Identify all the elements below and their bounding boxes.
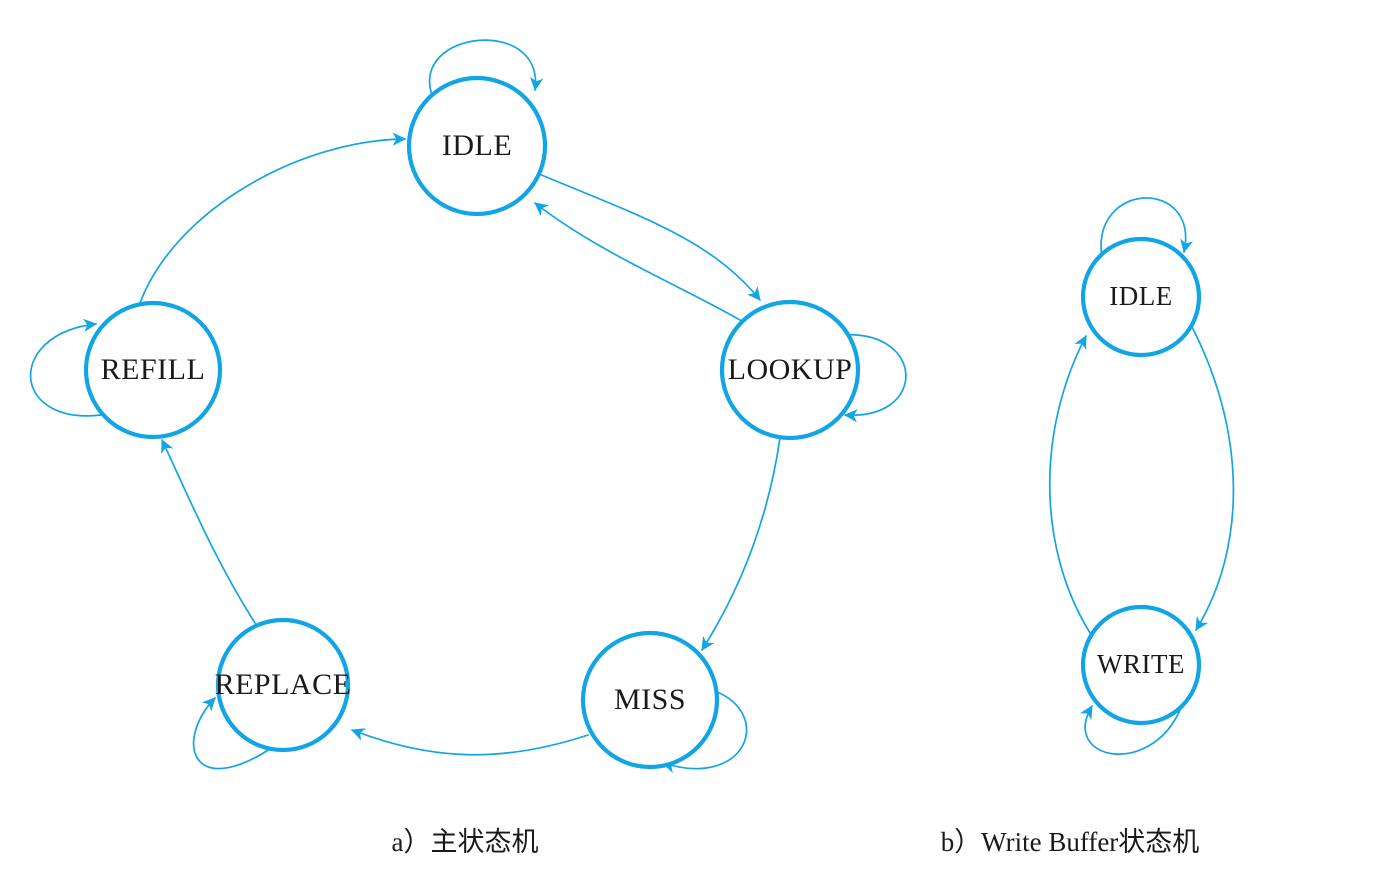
transition-refill-self[interactable] <box>29 318 109 417</box>
state-node-replace[interactable]: REPLACE <box>215 617 352 753</box>
states-write-buffer: IDLE WRITE <box>1080 236 1202 726</box>
state-node-wb-idle[interactable]: IDLE <box>1080 236 1202 358</box>
transition-replace-self[interactable] <box>192 697 271 770</box>
state-circle-miss[interactable] <box>580 630 720 770</box>
transition-miss-to-replace[interactable] <box>351 728 589 756</box>
state-circle-replace[interactable] <box>215 617 351 753</box>
state-label-replace: REPLACE <box>215 668 352 701</box>
state-node-idle[interactable]: IDLE <box>406 75 548 217</box>
state-label-idle: IDLE <box>442 129 512 162</box>
caption-main-state-machine: a）主状态机 <box>392 827 539 857</box>
transition-idle-self[interactable] <box>428 39 544 96</box>
state-circle-idle[interactable] <box>406 75 548 217</box>
transitions-main <box>29 39 907 774</box>
state-label-wb-write: WRITE <box>1097 649 1185 679</box>
state-label-lookup: LOOKUP <box>728 353 853 386</box>
state-label-refill: REFILL <box>101 353 206 386</box>
state-circle-wb-idle[interactable] <box>1080 236 1202 358</box>
transition-lookup-to-idle[interactable] <box>534 202 746 324</box>
state-circle-refill[interactable] <box>83 300 223 440</box>
transition-refill-to-idle[interactable] <box>139 132 407 304</box>
transition-wb-idle-self[interactable] <box>1100 197 1194 259</box>
panel-write-buffer-state-machine: IDLE WRITE b）Write Buffer状态机 <box>941 197 1235 857</box>
transition-replace-to-refill[interactable] <box>161 439 256 624</box>
state-node-miss[interactable]: MISS <box>580 630 720 770</box>
panel-main-state-machine: IDLE LOOKUP MISS REPLACE REFILL <box>29 39 907 857</box>
state-label-wb-idle: IDLE <box>1109 281 1172 311</box>
state-circle-lookup[interactable] <box>719 299 861 441</box>
transition-miss-self[interactable] <box>662 689 748 774</box>
transition-lookup-self[interactable] <box>842 334 907 423</box>
transition-lookup-to-miss[interactable] <box>701 437 781 651</box>
caption-write-buffer-state-machine: b）Write Buffer状态机 <box>941 827 1200 857</box>
transition-wb-idle-to-write[interactable] <box>1191 326 1235 631</box>
transitions-write-buffer <box>1048 197 1235 755</box>
transition-wb-write-self[interactable] <box>1080 705 1181 755</box>
state-node-lookup[interactable]: LOOKUP <box>719 299 861 441</box>
state-label-miss: MISS <box>614 683 686 716</box>
transition-idle-to-lookup[interactable] <box>538 173 761 301</box>
states-main: IDLE LOOKUP MISS REPLACE REFILL <box>83 75 861 770</box>
state-circle-wb-write[interactable] <box>1080 604 1202 726</box>
state-node-wb-write[interactable]: WRITE <box>1080 604 1202 726</box>
state-node-refill[interactable]: REFILL <box>83 300 223 440</box>
transition-wb-write-to-idle[interactable] <box>1048 335 1091 634</box>
